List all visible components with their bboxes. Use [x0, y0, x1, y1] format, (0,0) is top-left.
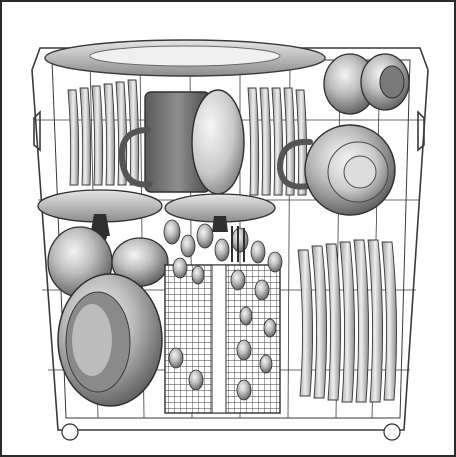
platter: [44, 39, 326, 77]
top-right-bowls: [323, 53, 410, 115]
cutlery-basket: [163, 219, 283, 414]
bottom-left-bowls: [47, 226, 169, 407]
pot-lids: [37, 189, 276, 243]
right-plates: [297, 239, 398, 403]
left-plates: [67, 79, 140, 186]
right-bowl: [276, 124, 396, 216]
cooking-pot: [118, 89, 245, 195]
basket-wheels: [61, 423, 401, 441]
